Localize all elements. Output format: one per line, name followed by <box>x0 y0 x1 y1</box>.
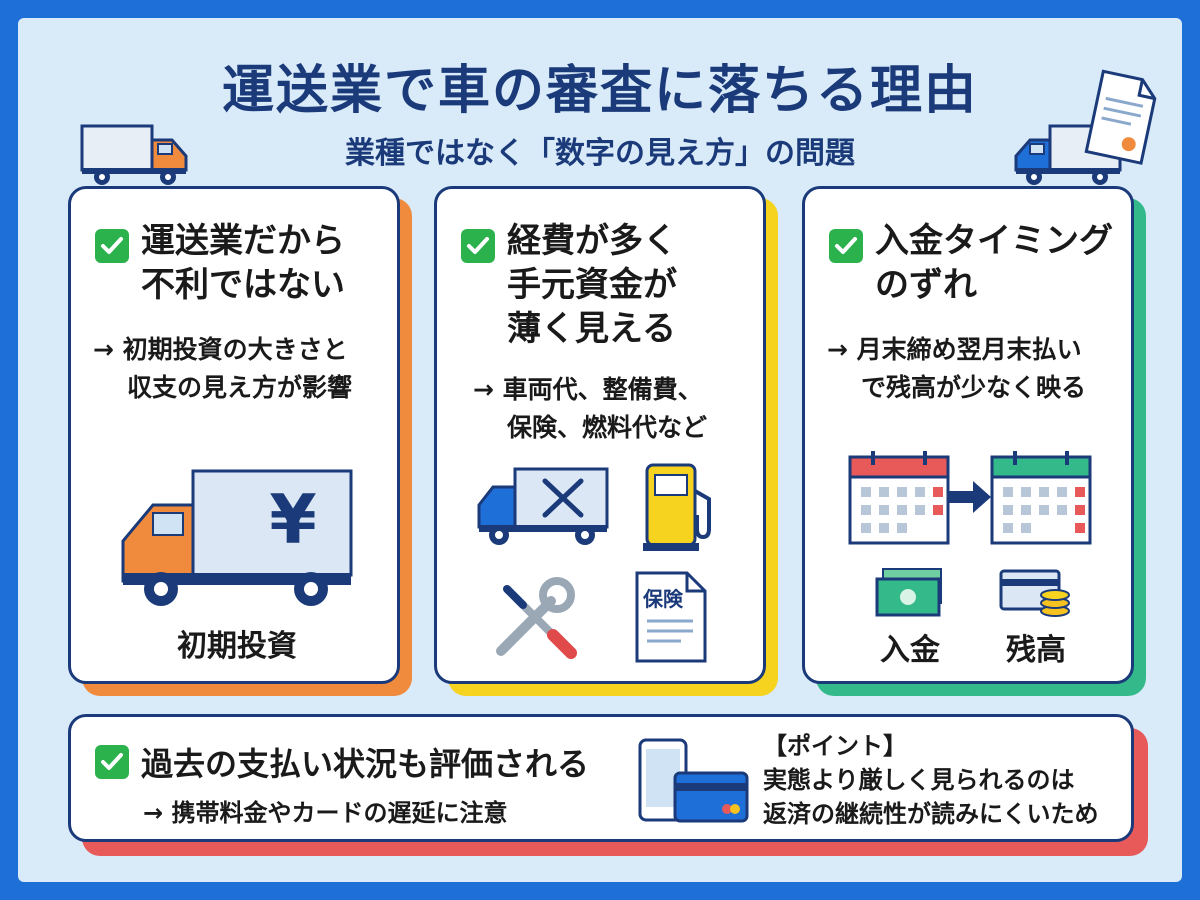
arrow-right-icon <box>947 481 991 513</box>
smartphone-icon <box>638 738 688 822</box>
card-coins-icon <box>999 569 1070 617</box>
card-2-description: → 車両代、整備費、 保険、燃料代など <box>473 375 708 442</box>
bottom-description: → 携帯料金やカードの遅延に注意 <box>143 799 508 827</box>
bottom-title: 過去の支払い状況も評価される <box>141 745 590 783</box>
page-subtitle: 業種ではなく「数字の見え方」の問題 <box>345 136 855 171</box>
page-title: 運送業で車の審査に落ちる理由 <box>221 61 978 121</box>
insurance-doc-icon <box>635 571 707 663</box>
yen-symbol: ¥ <box>269 481 317 560</box>
document-icon <box>1084 69 1157 165</box>
card-3-title: 入金タイミング のずれ <box>875 221 1113 305</box>
yen-truck-icon <box>121 469 353 606</box>
calendar-icon <box>990 451 1092 545</box>
fuel-pump-icon <box>643 463 711 551</box>
check-icon <box>95 229 129 263</box>
card-1: 運送業だから 不利ではない → 初期投資の大きさと 収支の見え方が影響 ¥ 初期… <box>68 186 400 684</box>
card-3-caption-left: 入金 <box>880 633 940 668</box>
card-3-description: → 月末締め翌月末払い で残高が少なく映る <box>827 335 1087 402</box>
insurance-doc-label: 保険 <box>643 587 683 611</box>
card-2-title: 経費が多く 手元資金が 薄く見える <box>507 221 677 349</box>
tools-icon <box>496 577 577 659</box>
point-box: 【ポイント】 実態より厳しく見られるのは 返済の継続性が読みにくいため <box>763 732 1099 828</box>
card-3: 入金タイミング のずれ → 月末締め翌月末払い で残高が少なく映る <box>802 186 1134 684</box>
repair-truck-icon <box>477 467 609 545</box>
card-3-caption-right: 残高 <box>1006 633 1066 668</box>
card-2: 経費が多く 手元資金が 薄く見える → 車両代、整備費、 保険、燃料代など 保険 <box>434 186 766 684</box>
bottom-panel: 過去の支払い状況も評価される → 携帯料金やカードの遅延に注意 【ポイント】 実… <box>68 714 1134 842</box>
truck-icon <box>80 124 188 185</box>
credit-card-icon <box>673 771 749 823</box>
cash-icon <box>875 568 942 617</box>
card-1-description: → 初期投資の大きさと 収支の見え方が影響 <box>93 335 353 402</box>
card-1-title: 運送業だから 不利ではない <box>141 221 345 305</box>
check-icon <box>829 229 863 263</box>
check-icon <box>461 229 495 263</box>
calendar-icon <box>848 451 950 545</box>
card-1-caption: 初期投資 <box>177 629 297 664</box>
check-icon <box>95 745 129 779</box>
